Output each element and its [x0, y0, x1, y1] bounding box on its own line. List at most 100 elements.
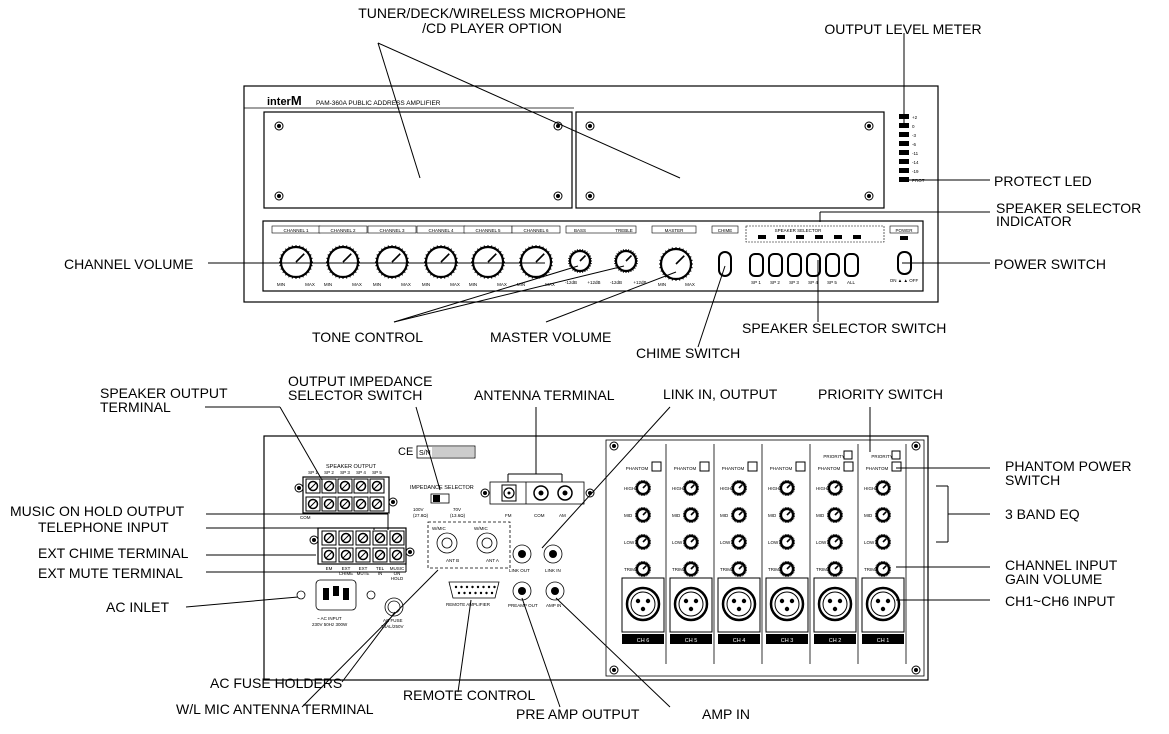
power-led	[900, 236, 908, 240]
speaker-selector-label: SPEAKER SELECTOR	[775, 228, 822, 233]
eq-knob[interactable]	[683, 507, 699, 523]
meter-led	[899, 141, 909, 146]
screw-head	[391, 500, 395, 504]
eq-label: TRIM	[816, 567, 827, 572]
xlr-pin	[875, 598, 881, 604]
eq-knob[interactable]	[875, 534, 891, 550]
preamp-out-jack[interactable]	[512, 581, 532, 601]
label-protect-led: PROTECT LED	[994, 173, 1092, 189]
chime-switch[interactable]	[718, 251, 732, 277]
speaker-select-button[interactable]	[768, 253, 783, 277]
eq-knob[interactable]	[875, 480, 891, 496]
link-in-jack[interactable]	[543, 544, 563, 564]
speaker-button-label: SP 5	[827, 280, 837, 285]
terminal-label: MUSIC	[390, 566, 405, 571]
xlr-inner	[726, 591, 752, 617]
eq-knob[interactable]	[731, 480, 747, 496]
ant-a-jack[interactable]	[476, 532, 498, 554]
gain-knob[interactable]	[779, 561, 795, 577]
bass-knob[interactable]	[568, 249, 592, 273]
channel-volume-knob[interactable]	[424, 245, 458, 279]
meter-level-label: -19	[912, 169, 919, 174]
gain-knob[interactable]	[827, 561, 843, 577]
phantom-switch[interactable]	[651, 461, 662, 472]
speaker-channel-label: SP 5	[372, 470, 382, 475]
eq-knob[interactable]	[635, 480, 651, 496]
xlr-pin	[635, 598, 641, 604]
master-volume-knob[interactable]	[659, 247, 693, 281]
label-speaker-output-terminal-2: TERMINAL	[100, 399, 171, 415]
eq-knob[interactable]	[779, 507, 795, 523]
priority-label: PRIORITY	[871, 454, 892, 459]
eq-label: LOW	[672, 540, 683, 545]
eq-knob[interactable]	[827, 507, 843, 523]
eq-knob[interactable]	[683, 534, 699, 550]
channel-volume-knob[interactable]	[471, 245, 505, 279]
label-phantom-power-2: SWITCH	[1005, 472, 1060, 488]
treble-knob[interactable]	[614, 249, 638, 273]
gain-knob[interactable]	[683, 561, 699, 577]
channel-volume-knob[interactable]	[279, 245, 313, 279]
speaker-select-button[interactable]	[844, 253, 859, 277]
terminal-label: EXT	[359, 566, 368, 571]
priority-switch[interactable]	[891, 450, 901, 460]
label-telephone-input: TELEPHONE INPUT	[38, 519, 169, 535]
phantom-switch[interactable]	[699, 461, 710, 472]
link-out-jack[interactable]	[512, 544, 532, 564]
speaker-button-label: SP 3	[789, 280, 799, 285]
meter-led	[899, 159, 909, 164]
channel-tag	[814, 634, 856, 644]
knob-pointer	[690, 511, 695, 516]
speaker-indicator-led	[853, 235, 861, 239]
phantom-switch[interactable]	[843, 461, 854, 472]
knob-pointer	[690, 538, 695, 543]
fm-jack-pin	[507, 491, 511, 495]
eq-knob[interactable]	[827, 480, 843, 496]
amp-in-jack[interactable]	[545, 581, 565, 601]
gain-knob[interactable]	[731, 561, 747, 577]
terminal-slot	[373, 500, 381, 508]
speaker-button-label: SP 2	[770, 280, 780, 285]
channel-volume-knob[interactable]	[375, 245, 409, 279]
eq-knob[interactable]	[779, 534, 795, 550]
eq-knob[interactable]	[827, 534, 843, 550]
label-channel-volume: CHANNEL VOLUME	[64, 256, 193, 272]
remote-connector[interactable]	[448, 581, 500, 599]
preamp-out-label: PREAMP OUT	[508, 603, 538, 608]
eq-knob[interactable]	[875, 507, 891, 523]
master-label: MASTER	[665, 228, 685, 233]
treble-min-label: -12dB	[610, 280, 622, 285]
phantom-switch[interactable]	[747, 461, 758, 472]
channel-volume-knob[interactable]	[326, 245, 360, 279]
min-label: MIN	[277, 282, 285, 287]
gain-knob[interactable]	[635, 561, 651, 577]
eq-knob[interactable]	[731, 534, 747, 550]
speaker-indicator-led	[796, 235, 804, 239]
knob-pointer	[882, 484, 887, 489]
priority-switch[interactable]	[843, 450, 853, 460]
terminal-slot	[357, 482, 365, 490]
eq-knob[interactable]	[683, 480, 699, 496]
phantom-switch[interactable]	[891, 461, 902, 472]
eq-knob[interactable]	[779, 480, 795, 496]
eq-knob[interactable]	[635, 534, 651, 550]
eq-label: MID	[672, 513, 681, 518]
dsub-pin	[487, 585, 491, 589]
label-wl-mic-antenna: W/L MIC ANTENNA TERMINAL	[176, 701, 374, 717]
speaker-select-button[interactable]	[787, 253, 802, 277]
eq-label: HIGH	[672, 486, 683, 491]
gain-knob[interactable]	[875, 561, 891, 577]
phantom-switch[interactable]	[795, 461, 806, 472]
speaker-select-button[interactable]	[806, 253, 821, 277]
ac-inlet[interactable]	[296, 579, 376, 611]
channel-volume-knob[interactable]	[519, 245, 553, 279]
eq-knob[interactable]	[731, 507, 747, 523]
speaker-select-button[interactable]	[749, 253, 764, 277]
ant-b-jack[interactable]	[436, 532, 458, 554]
label-master-volume: MASTER VOLUME	[490, 329, 611, 345]
impedance-switch[interactable]	[430, 493, 450, 504]
speaker-channel-label: SP 2	[324, 470, 334, 475]
eq-knob[interactable]	[635, 507, 651, 523]
ac-fuse-holder[interactable]	[384, 597, 404, 617]
speaker-select-button[interactable]	[825, 253, 840, 277]
